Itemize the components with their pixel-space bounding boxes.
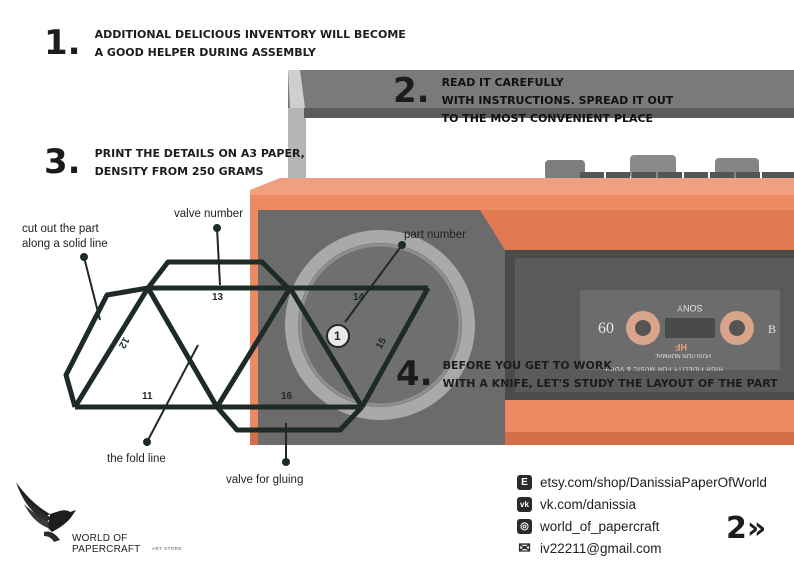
- cassette-window: [505, 250, 794, 400]
- step-4: 4. BEFORE YOU GET TO WORK WITH A KNIFE, …: [396, 357, 778, 393]
- email-icon: ✉: [518, 540, 531, 557]
- page-indicator: 2»: [726, 511, 767, 546]
- label-part-number: part number: [404, 229, 467, 241]
- radio-handle: [288, 70, 794, 188]
- label-cut-out: cut out the part along a solid line: [22, 223, 108, 250]
- step-3-number: 3.: [44, 142, 81, 182]
- leader-lines: [80, 224, 406, 466]
- step-4-text: BEFORE YOU GET TO WORK WITH A KNIFE, LET…: [442, 359, 778, 390]
- part-number-circle: [326, 324, 350, 348]
- left-valve: [63, 285, 149, 408]
- instagram-icon: ◎: [517, 518, 532, 534]
- etsy-icon: E: [517, 474, 532, 490]
- step-2-text: READ IT CAREFULLY WITH INSTRUCTIONS. SPR…: [441, 76, 674, 125]
- vk-icon: vk: [517, 496, 532, 512]
- label-fold-line: the fold line: [107, 453, 166, 465]
- label-valve-number: valve number: [174, 208, 244, 220]
- edge-number-13: 13: [212, 292, 224, 303]
- contact-etsy[interactable]: E etsy.com/shop/DanissiaPaperOfWorld: [517, 471, 767, 493]
- logo-sub: ART STORE: [152, 546, 183, 551]
- eagle-logo-icon: [16, 482, 76, 542]
- edge-number-14: 14: [353, 292, 365, 303]
- logo-name: WORLD OF PAPERCRAFT: [72, 533, 141, 555]
- step-4-number: 4.: [396, 354, 433, 394]
- tri-4: [359, 286, 431, 409]
- contact-instagram-text: world_of_papercraft: [540, 518, 660, 534]
- step-3-text: PRINT THE DETAILS ON A3 PAPER, DENSITY F…: [94, 147, 305, 178]
- step-1: 1. ADDITIONAL DELICIOUS INVENTORY WILL B…: [44, 26, 406, 62]
- step-1-text: ADDITIONAL DELICIOUS INVENTORY WILL BECO…: [94, 28, 406, 59]
- cassette-length: 60: [598, 320, 614, 337]
- step-2-number: 2.: [393, 71, 430, 111]
- contact-vk[interactable]: vk vk.com/danissia: [517, 493, 767, 515]
- step-2: 2. READ IT CAREFULLY WITH INSTRUCTIONS. …: [393, 74, 673, 128]
- logo: WORLD OF PAPERCRAFT ART STORE: [14, 478, 194, 555]
- part-outline: [63, 259, 431, 433]
- tri-1: [145, 286, 220, 409]
- tri-3: [287, 286, 365, 409]
- tri-left: [72, 286, 151, 409]
- edge-number-11: 11: [142, 391, 153, 402]
- bottom-valve: [215, 405, 364, 433]
- contact-email-text: iv22211@gmail.com: [540, 540, 662, 556]
- cassette-side: B: [768, 322, 777, 336]
- label-valve-gluing: valve for gluing: [226, 474, 304, 486]
- top-valve: [146, 259, 292, 292]
- contact-etsy-text: etsy.com/shop/DanissiaPaperOfWorld: [540, 474, 767, 490]
- contact-instagram[interactable]: ◎ world_of_papercraft: [517, 515, 767, 537]
- edge-number-16: 16: [281, 391, 293, 402]
- step-3: 3. PRINT THE DETAILS ON A3 PAPER, DENSIT…: [44, 145, 305, 181]
- contacts-list: E etsy.com/shop/DanissiaPaperOfWorld vk …: [517, 471, 767, 559]
- contact-email[interactable]: ✉ iv22211@gmail.com: [517, 537, 767, 559]
- step-1-number: 1.: [44, 23, 81, 63]
- tri-2: [214, 286, 293, 409]
- contact-vk-text: vk.com/danissia: [540, 496, 637, 512]
- part-number-value: 1: [334, 329, 341, 343]
